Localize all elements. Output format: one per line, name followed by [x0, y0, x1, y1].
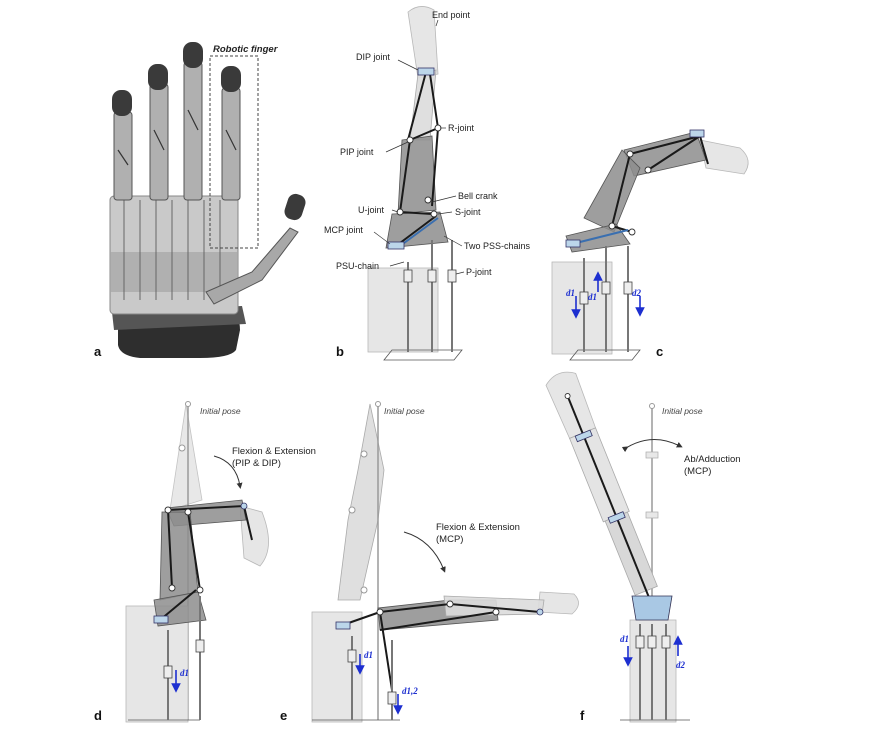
- panel-a-hand-render: Robotic finger: [109, 42, 306, 358]
- panel-d-pip-dip-flexion: Initial pose Flexion & Extension (PIP & …: [125, 401, 316, 723]
- f-motion-line1: Ab/Adduction: [684, 454, 741, 465]
- d-displacement-d1: d1: [180, 668, 189, 678]
- panel-b-kinematics: End point DIP joint R-joint PIP joint Be…: [324, 6, 531, 361]
- panel-label-d: d: [94, 708, 102, 723]
- bell-crank-label: Bell crank: [458, 191, 498, 201]
- d-motion-line2: (PIP & DIP): [232, 458, 281, 469]
- mcp-joint-label: MCP joint: [324, 225, 363, 235]
- initial-pose-f: Initial pose: [662, 406, 703, 416]
- robotic-finger-label: Robotic finger: [213, 44, 279, 55]
- e-displacement-d1: d1: [364, 650, 373, 660]
- two-pss-chains-label: Two PSS-chains: [464, 241, 531, 251]
- panel-label-c: c: [656, 344, 663, 359]
- panel-c-actuated: d1 d1 d2: [551, 129, 749, 361]
- e-motion-line1: Flexion & Extension: [436, 522, 520, 533]
- p-joint-label: P-joint: [466, 267, 492, 277]
- panel-label-f: f: [580, 708, 585, 723]
- panel-label-a: a: [94, 344, 102, 359]
- panel-label-e: e: [280, 708, 287, 723]
- r-joint-label: R-joint: [448, 123, 475, 133]
- panel-f-ab-adduction: Initial pose Ab/Adduction (MCP) d1 d2: [545, 371, 741, 723]
- u-joint-label: U-joint: [358, 205, 385, 215]
- c-displacement-d1b: d1: [588, 292, 597, 302]
- c-displacement-d1a: d1: [566, 288, 575, 298]
- f-displacement-d2: d2: [676, 660, 686, 670]
- d-motion-line1: Flexion & Extension: [232, 446, 316, 457]
- panel-label-b: b: [336, 344, 344, 359]
- c-displacement-d2: d2: [632, 288, 642, 298]
- initial-pose-e: Initial pose: [384, 406, 425, 416]
- initial-pose-d: Initial pose: [200, 406, 241, 416]
- f-displacement-d1: d1: [620, 634, 629, 644]
- f-motion-line2: (MCP): [684, 466, 711, 477]
- panel-e-mcp-flexion: Initial pose Flexion & Extension (MCP) d…: [311, 401, 579, 723]
- e-displacement-d12: d1,2: [402, 686, 418, 696]
- dip-joint-label: DIP joint: [356, 52, 390, 62]
- s-joint-label: S-joint: [455, 207, 481, 217]
- pip-joint-label: PIP joint: [340, 147, 374, 157]
- psu-chain-label: PSU-chain: [336, 261, 379, 271]
- end-point-label: End point: [432, 10, 471, 20]
- e-motion-line2: (MCP): [436, 534, 463, 545]
